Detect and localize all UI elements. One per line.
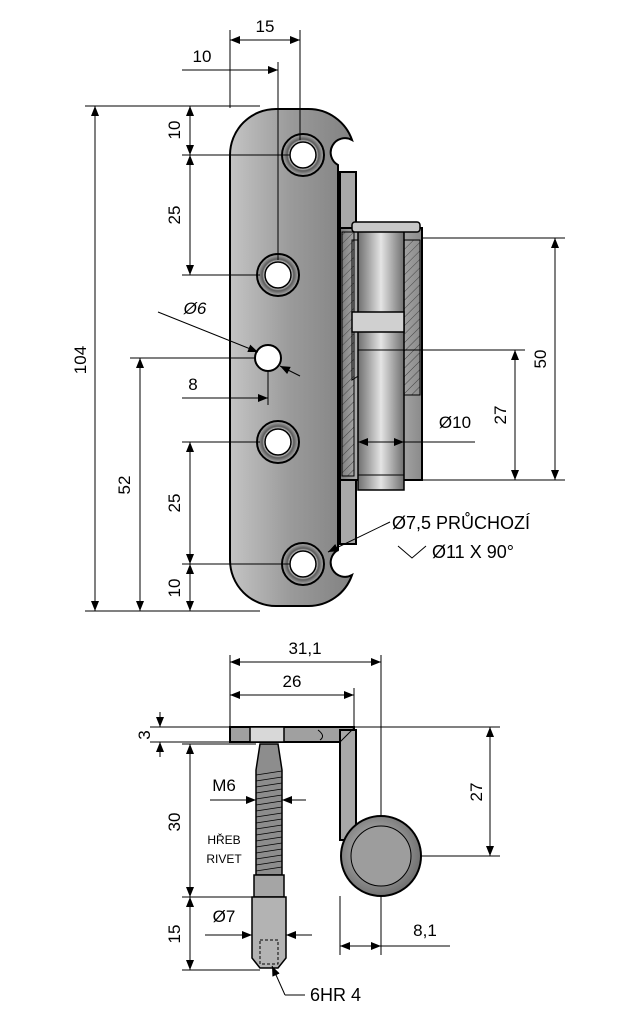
dim-52: 52: [115, 476, 134, 495]
side-plate: [229, 726, 355, 743]
label-drive-6hr4: 6HR 4: [310, 985, 361, 1005]
dim-10-vertical-bottom: 10: [165, 579, 184, 598]
hex-socket: [259, 939, 279, 965]
dim-10-top: 10: [193, 47, 212, 66]
rivet-shank: [251, 896, 287, 969]
holes: [254, 133, 325, 586]
dim-104: 104: [71, 346, 90, 374]
top-view-dimensions: [85, 30, 565, 612]
rivet: [249, 726, 287, 969]
top-view: 15 10 104 10 25 Ø6 8 52 25 10 50 27 Ø10 …: [71, 17, 565, 612]
dim-d6: Ø6: [183, 299, 207, 318]
thread-lines: [255, 770, 283, 872]
small-hole-d6: [254, 344, 282, 372]
dim-m6: M6: [212, 776, 236, 795]
dim-30: 30: [165, 813, 184, 832]
dim-26: 26: [283, 672, 302, 691]
note-countersink: Ø11 X 90°: [432, 542, 514, 562]
side-leaf: [339, 729, 357, 841]
dim-15: 15: [256, 17, 275, 36]
dim-8-1: 8,1: [413, 921, 437, 940]
side-view: 31,1 26 3 27 M6 30 HŘEB RIVET Ø7 15 8,1 …: [135, 639, 500, 1005]
label-rivet-en: RIVET: [206, 852, 242, 866]
side-view-dimensions: [150, 655, 500, 996]
hinge-pin: [357, 227, 405, 491]
dim-d10: Ø10: [439, 413, 471, 432]
dim-25-top: 25: [165, 206, 184, 225]
dim-27-knuckle: 27: [491, 406, 510, 425]
knuckle: [339, 221, 423, 491]
dim-31-1: 31,1: [288, 639, 321, 658]
dim-10-vertical-top: 10: [165, 121, 184, 140]
dim-27-side: 27: [467, 783, 486, 802]
dim-3: 3: [135, 730, 154, 739]
note-through-hole: Ø7,5 PRŮCHOZÍ: [392, 512, 530, 533]
dim-50: 50: [531, 350, 550, 369]
dim-25-bottom: 25: [165, 494, 184, 513]
dim-15-side: 15: [165, 925, 184, 944]
dim-d7: Ø7: [213, 907, 236, 926]
label-rivet-cz: HŘEB: [207, 832, 240, 847]
dim-8: 8: [188, 375, 197, 394]
